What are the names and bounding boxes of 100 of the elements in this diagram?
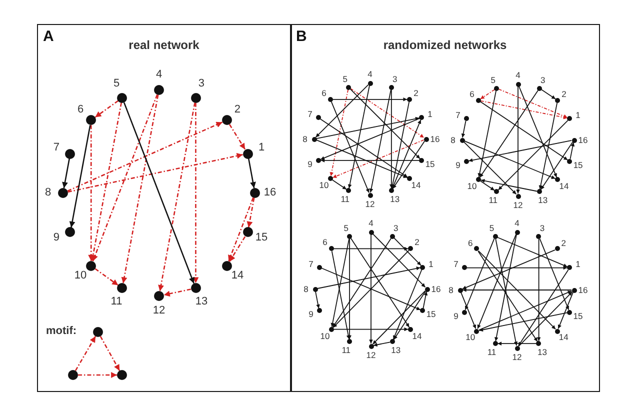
arrow [478, 250, 538, 342]
arrow [479, 90, 538, 178]
arrow [350, 88, 420, 160]
node-dot [93, 327, 103, 337]
node-number: 13 [538, 348, 547, 356]
node-number: 1 [576, 110, 580, 120]
arrow [393, 290, 426, 340]
node-number: 10 [319, 180, 329, 190]
dashed-arrow [480, 100, 568, 120]
arrow [468, 140, 572, 162]
arrow [497, 342, 537, 346]
arrow [480, 101, 568, 160]
arrow [62, 158, 70, 188]
node-number: 14 [559, 182, 569, 190]
arrow [394, 238, 422, 266]
node-number: 10 [74, 270, 87, 282]
arrow [315, 291, 320, 309]
node-number: 3 [540, 76, 546, 84]
panel [37, 24, 292, 392]
node-number: 2 [414, 88, 418, 98]
node-number: 7 [454, 260, 458, 269]
node-number: 14 [231, 270, 244, 282]
node-number: 8 [450, 136, 456, 144]
node-number: 4 [156, 70, 162, 80]
node-number: 9 [53, 232, 60, 244]
dashed-arrow [78, 372, 117, 378]
arrow [480, 178, 538, 192]
node-number: 6 [322, 88, 326, 98]
dashed-arrow [228, 124, 246, 150]
arrow [478, 290, 572, 330]
dashed-arrow [74, 336, 96, 371]
arrow [464, 238, 495, 310]
arrow [320, 118, 408, 178]
node-number: 15 [255, 232, 268, 244]
node-number: 5 [344, 224, 348, 232]
node-number: 1 [428, 259, 434, 268]
panel [290, 24, 600, 392]
arrow [331, 250, 350, 340]
node-number: 4 [516, 70, 520, 80]
node-number: 10 [320, 331, 330, 340]
arrow [350, 238, 410, 328]
node-number: 16 [578, 286, 588, 294]
dashed-arrow [88, 125, 94, 261]
arrow [316, 140, 408, 178]
arrow [69, 124, 91, 228]
node-number: 6 [470, 90, 474, 98]
dashed-arrow [92, 94, 158, 262]
arrow [478, 90, 497, 178]
arrow [570, 142, 575, 160]
arrow [372, 233, 426, 288]
arrow [480, 180, 495, 191]
node-number: 5 [490, 76, 496, 84]
motif-label: motif: [46, 326, 77, 337]
arrow [332, 97, 408, 102]
arrow [369, 89, 392, 193]
arrow [461, 120, 466, 138]
node-number: 15 [426, 310, 436, 318]
node-number: 13 [390, 194, 400, 204]
node-number: 13 [538, 196, 548, 204]
arrow [333, 246, 409, 251]
node-number: 16 [430, 134, 440, 144]
node-number: 5 [489, 224, 494, 232]
arrow [462, 288, 572, 292]
node-number: 11 [340, 194, 350, 204]
node-number: 9 [456, 160, 460, 170]
node-number: 6 [322, 238, 328, 247]
node-number: 7 [308, 259, 314, 268]
node-number: 4 [514, 218, 520, 228]
arrow [332, 238, 392, 328]
arrow [320, 118, 420, 160]
node-number: 4 [368, 70, 372, 78]
arrow [541, 89, 556, 100]
node-number: 11 [342, 346, 351, 354]
node-number: 14 [412, 331, 422, 340]
arrow [392, 119, 422, 189]
node-number: 11 [110, 296, 122, 308]
arrow [536, 238, 541, 342]
node-dot [117, 370, 127, 380]
arrow [558, 292, 574, 330]
arrow [518, 86, 558, 178]
arrow [516, 86, 520, 194]
arrow [321, 268, 421, 310]
dashed-arrow [90, 102, 122, 262]
arrow [348, 85, 370, 189]
node-number: 14 [558, 333, 568, 342]
arrow [317, 266, 421, 289]
dashed-arrow [498, 88, 568, 118]
arrow [478, 250, 556, 330]
arrow [464, 140, 556, 180]
dashed-arrow [228, 236, 246, 262]
arrow [518, 291, 573, 347]
arrow [330, 101, 370, 194]
arrow [540, 142, 574, 190]
node-number: 8 [44, 188, 52, 198]
dashed-arrow [94, 268, 119, 286]
panel-title: randomized networks [383, 39, 507, 51]
node-number: 3 [198, 78, 205, 90]
arrow [538, 102, 558, 190]
dashed-arrow [121, 94, 159, 284]
dashed-arrow [164, 288, 191, 297]
